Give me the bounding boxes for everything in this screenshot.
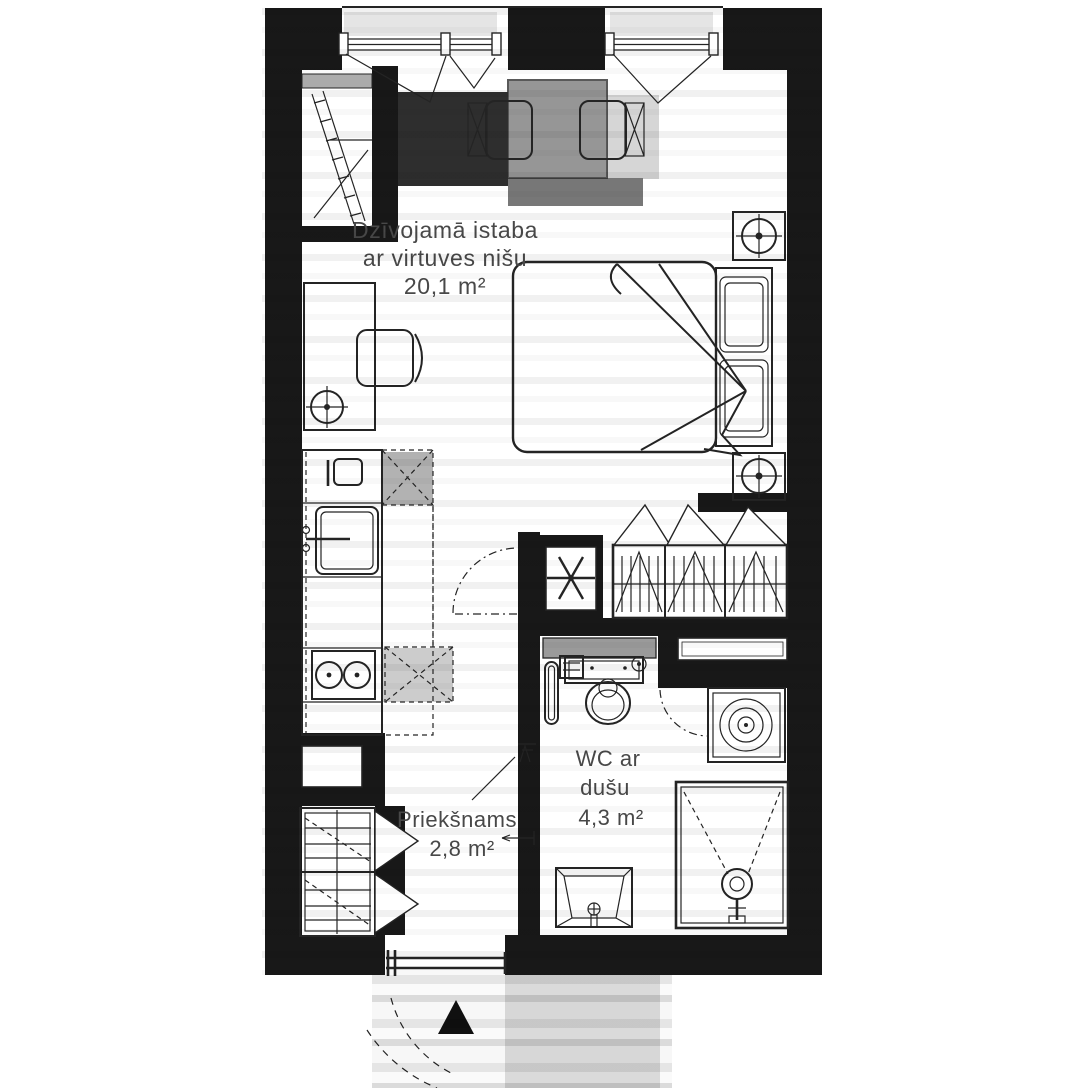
artifact-gray-zone [505, 975, 660, 1088]
wall-bottom-left [265, 935, 385, 975]
room-area: 4,3 m² [578, 805, 643, 830]
wall-wc-top-left [518, 618, 658, 636]
artifact-dark-block [398, 92, 508, 186]
interior-door-swing [452, 547, 519, 615]
toilet-icon [564, 656, 644, 725]
walls [265, 8, 822, 975]
window-recess-shade-left [344, 12, 497, 36]
room-area: 2,8 m² [429, 836, 494, 861]
cooktop-icon [311, 650, 376, 700]
wc-door-swing [659, 689, 709, 737]
upper-cabinets-dashed [381, 449, 454, 736]
artifact-cabinet-shade-top [382, 452, 433, 505]
entrance-swing-arcs [366, 997, 456, 1088]
room-name: Priekšnams [397, 807, 517, 832]
room-name: dušu [580, 775, 630, 800]
towel-radiator-icon [544, 661, 559, 725]
desk [303, 282, 376, 431]
washing-machine-icon [707, 687, 786, 763]
casement-line [345, 53, 447, 103]
electrical-niche [301, 745, 363, 788]
wall-niche-bottom [302, 226, 398, 242]
radiator-icon-desk [306, 386, 348, 428]
kitchen-counter [301, 449, 383, 736]
entrance-door [386, 950, 507, 976]
hall-closet [299, 807, 420, 937]
entrance-arrow-icon [438, 1000, 474, 1034]
hanging-clothes [615, 550, 784, 613]
artifact-patches [344, 12, 713, 1088]
wall-window-pier [508, 8, 605, 70]
wall-above-wardrobe [698, 493, 787, 512]
vent-shaft-icon [545, 546, 597, 611]
kitchen-appliance-icon [326, 458, 363, 486]
artifact-band [508, 178, 643, 206]
wardrobe [611, 503, 789, 620]
wardrobe-door-triangles [612, 503, 788, 546]
switch-icon [518, 743, 536, 763]
pillows [715, 267, 773, 447]
wall-top-left-block [302, 8, 342, 70]
washbasin-icon [555, 867, 633, 928]
valve-icon [631, 656, 647, 672]
artifact-patch [607, 95, 659, 179]
window-north-left [338, 32, 502, 103]
desk-chair [356, 329, 423, 387]
wall-left [265, 8, 302, 975]
dining-chair-left [467, 100, 533, 160]
casement-line [449, 55, 496, 90]
closet-door-triangles [374, 809, 420, 935]
flush-panel-icon [559, 655, 584, 679]
room-label-wc: WC ar dušu 4,3 m² [576, 746, 644, 830]
wall-right [787, 8, 822, 975]
casement-line [612, 53, 712, 104]
wall-bottom-right [505, 935, 822, 975]
wall-niche-right [372, 66, 398, 242]
bed [511, 260, 773, 457]
label-leader-line [471, 756, 516, 801]
wall-niche [677, 637, 788, 661]
wall-hall-wc [518, 532, 540, 942]
room-name: ar virtuves nišu [363, 245, 527, 271]
window-recess-shade-right [610, 12, 713, 36]
room-area: 20,1 m² [404, 273, 486, 299]
room-label-hallway: Priekšnams 2,8 m² [397, 807, 517, 861]
shower-icon [674, 780, 790, 930]
room-name: Dzīvojamā istaba [352, 217, 538, 243]
dimension-mark [501, 831, 535, 845]
drying-rack-icon [301, 73, 373, 225]
radiator-icon-bottom [732, 452, 786, 501]
dining-chair-right [579, 100, 645, 160]
room-label-living: Dzīvojamā istaba ar virtuves nišu 20,1 m… [352, 217, 538, 299]
room-name: WC ar [576, 746, 641, 771]
dining-table [507, 79, 608, 179]
radiator-icon-top [732, 211, 786, 261]
window-north-right [604, 32, 719, 104]
kitchen-sink-icon [301, 506, 379, 575]
blanket-fold [610, 263, 747, 457]
